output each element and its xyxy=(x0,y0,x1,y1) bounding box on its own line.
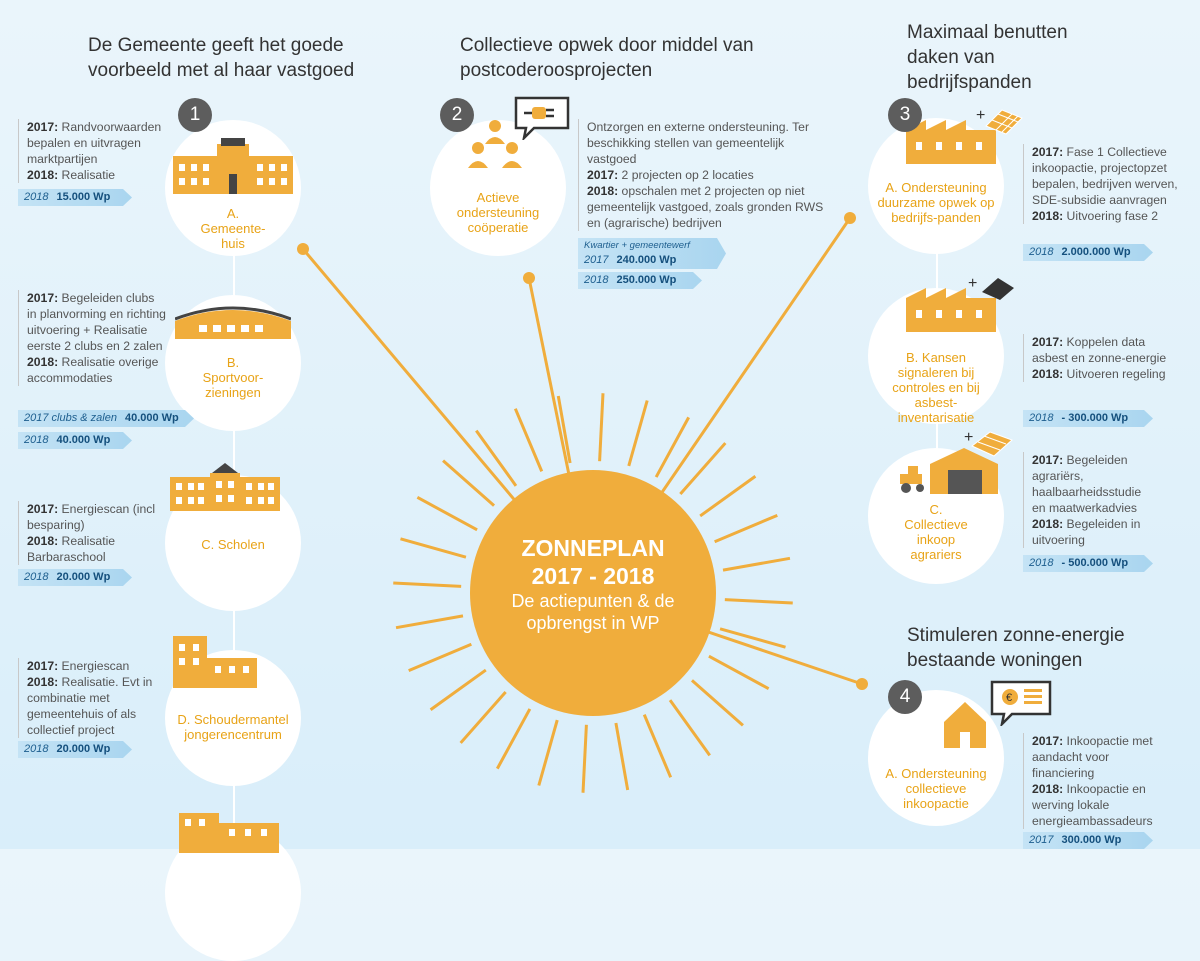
sun-ray xyxy=(690,679,744,727)
circle-bottom-left xyxy=(165,813,301,961)
connector-dot xyxy=(297,243,309,255)
svg-text:+: + xyxy=(968,276,977,292)
label-bedrijfspanden: A. Ondersteuning duurzame opwek op bedri… xyxy=(877,180,995,225)
center-title: ZONNEPLAN 2017 - 2018 xyxy=(521,535,665,589)
factory-solar-icon: + xyxy=(906,108,1023,164)
sun-ray xyxy=(722,556,791,572)
circle-scholen: C. Scholen xyxy=(165,463,301,611)
label-gemeentehuis: A. Gemeente-huis xyxy=(200,206,266,251)
sun-ray xyxy=(556,395,572,464)
building-icon xyxy=(179,813,279,853)
center-subtitle: De actiepunten & de opbrengst in WP xyxy=(511,591,675,633)
sun-ray xyxy=(598,393,605,462)
sun-ray xyxy=(416,496,478,532)
tag-asbest-2018: 2018- 300.000 Wp xyxy=(1023,410,1153,427)
desc-gemeentehuis: 2017: Randvoorwaarden bepalen en uitvrag… xyxy=(18,119,167,183)
number-3: 3 xyxy=(888,98,922,132)
sun-ray xyxy=(442,459,496,507)
connector-dot xyxy=(856,678,868,690)
sun-ray xyxy=(429,668,487,711)
label-woningen: A. Ondersteuning collectieve inkoopactie xyxy=(885,766,987,811)
number-2: 2 xyxy=(440,98,474,132)
sun-ray xyxy=(395,614,464,630)
number-1: 1 xyxy=(178,98,212,132)
plug-speech-icon xyxy=(514,96,570,140)
label-agrariers: C. Collectieve inkoop agrariers xyxy=(904,502,968,562)
circle-sport: B. Sportvoor-zieningen xyxy=(165,295,301,431)
sun-ray xyxy=(654,416,690,478)
circle-gemeentehuis: A. Gemeente-huis xyxy=(165,120,301,256)
people-icon xyxy=(468,120,522,168)
desc-agrariers: 2017: Begeleiden agrariërs, haalbaarheid… xyxy=(1023,452,1152,548)
heading-collectieve-opwek: Collectieve opwek door middel van postco… xyxy=(460,35,754,81)
circle-asbest: + B. Kansen signaleren bij controles en … xyxy=(868,276,1014,425)
heading-bedrijfspanden: Maximaal benutten daken van bedrijfspand… xyxy=(907,22,1068,93)
youth-center-icon xyxy=(173,636,257,688)
sun-ray xyxy=(668,699,711,757)
connector-dot xyxy=(844,212,856,224)
sun-ray xyxy=(496,708,532,770)
sun-ray xyxy=(581,724,588,793)
sun-ray xyxy=(724,598,793,605)
sun-ray xyxy=(627,400,649,467)
house-icon xyxy=(944,702,986,748)
desc-sport: 2017: Begeleiden clubs in planvorming en… xyxy=(18,290,167,386)
label-schoudermantel: D. Schoudermantel jongerencentrum xyxy=(177,712,289,742)
money-speech-icon: € xyxy=(990,680,1052,726)
sun-ray xyxy=(714,513,778,544)
heading-woningen: Stimuleren zonne-energie bestaande wonin… xyxy=(907,625,1125,671)
sun-ray xyxy=(400,537,467,559)
connector-dot xyxy=(523,272,535,284)
desc-woningen: 2017: Inkoopactie met aandacht voor fina… xyxy=(1023,733,1172,829)
label-scholen: C. Scholen xyxy=(201,537,265,552)
label-sport: B. Sportvoor-zieningen xyxy=(202,355,264,400)
sun-ray xyxy=(537,719,559,786)
sun-ray xyxy=(614,722,630,791)
circle-woningen: € A. Ondersteuning collectieve inkoopact… xyxy=(868,680,1052,826)
town-hall-icon xyxy=(173,138,293,194)
desc-scholen: 2017: Energiescan (incl besparing)2018: … xyxy=(18,501,167,565)
circle-cooperatie: Actieve ondersteuning coöperatie xyxy=(430,96,570,256)
sun-ray xyxy=(393,581,462,588)
circle-schoudermantel: D. Schoudermantel jongerencentrum xyxy=(165,636,301,786)
svg-text:€: € xyxy=(1006,692,1012,704)
factory-roof-icon: + xyxy=(906,276,1014,332)
desc-bedrijfspanden: 2017: Fase 1 Collectieve inkoopactie, pr… xyxy=(1023,144,1182,224)
label-cooperatie: Actieve ondersteuning coöperatie xyxy=(456,190,540,235)
number-4: 4 xyxy=(888,680,922,714)
sun-ray xyxy=(408,642,472,673)
sun-ray xyxy=(459,690,507,744)
svg-text:+: + xyxy=(976,108,985,124)
desc-cooperatie: Ontzorgen en externe ondersteuning. Ter … xyxy=(578,119,827,231)
sun-ray xyxy=(475,429,518,487)
sun-center: ZONNEPLAN 2017 - 2018 De actiepunten & d… xyxy=(470,470,716,716)
svg-text:+: + xyxy=(964,430,973,446)
circle-bedrijfspanden: + A. Ondersteuning duurzame opwek op bed… xyxy=(868,108,1023,254)
heading-gemeente: De Gemeente geeft het goede voorbeeld me… xyxy=(88,35,355,81)
label-asbest: B. Kansen signaleren bij controles en bi… xyxy=(892,350,980,425)
sun-ray xyxy=(513,408,544,472)
sports-hall-icon xyxy=(175,306,291,339)
sun-ray xyxy=(679,442,727,496)
desc-asbest: 2017: Koppelen data asbest en zonne-ener… xyxy=(1023,334,1182,382)
sun-ray xyxy=(708,654,770,690)
sun-ray xyxy=(699,475,757,518)
sun-ray xyxy=(642,714,673,778)
circle-agrariers: + C. Collectieve inkoop agrariers xyxy=(868,430,1013,584)
barn-tractor-icon: + xyxy=(900,430,1013,494)
school-icon xyxy=(170,463,280,511)
sun-ray xyxy=(719,627,786,649)
tag-agrariers-2018: 2018- 500.000 Wp xyxy=(1023,555,1153,572)
